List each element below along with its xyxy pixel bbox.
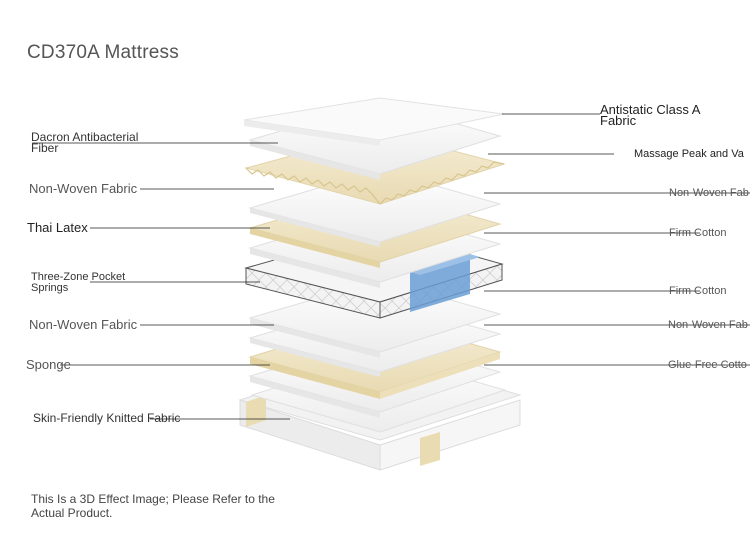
label-line: Springs [31, 282, 69, 294]
label-glue-free-cotton: Glue-Free Cotto [668, 359, 747, 371]
label-thai-latex: Thai Latex [27, 220, 88, 235]
label-antistatic: Antistatic Class A Fabric [600, 102, 701, 128]
label-firm-cotton-1: Firm Cotton [669, 227, 727, 239]
label-knitted: Skin-Friendly Knitted Fabric [33, 411, 181, 425]
label-non-woven-right-1: Non-Woven Fab [669, 187, 749, 199]
disclaimer-footnote: This Is a 3D Effect Image; Please Refer … [31, 492, 275, 520]
label-line: Three-Zone Pocket [31, 271, 126, 283]
left-leader-lines [32, 142, 290, 420]
label-non-woven-right-2: Non-Woven Fab [668, 319, 748, 331]
label-non-woven-left-2: Non-Woven Fabric [29, 317, 138, 332]
label-non-woven-left-1: Non-Woven Fabric [29, 181, 138, 196]
label-dacron: Dacron Antibacterial Fiber [31, 130, 139, 155]
label-line: Antistatic Class A [600, 102, 701, 117]
label-firm-cotton-2: Firm Cotton [669, 285, 727, 297]
label-line: Fiber [31, 141, 59, 155]
label-line: Dacron Antibacterial [31, 130, 139, 144]
page-title: CD370A Mattress [27, 42, 179, 63]
label-line: Fabric [600, 113, 637, 128]
label-sponge: Sponge [26, 357, 71, 372]
label-springs: Three-Zone Pocket Springs [31, 272, 125, 294]
label-massage-peak: Massage Peak and Va [634, 148, 744, 160]
right-leader-lines [484, 113, 750, 366]
